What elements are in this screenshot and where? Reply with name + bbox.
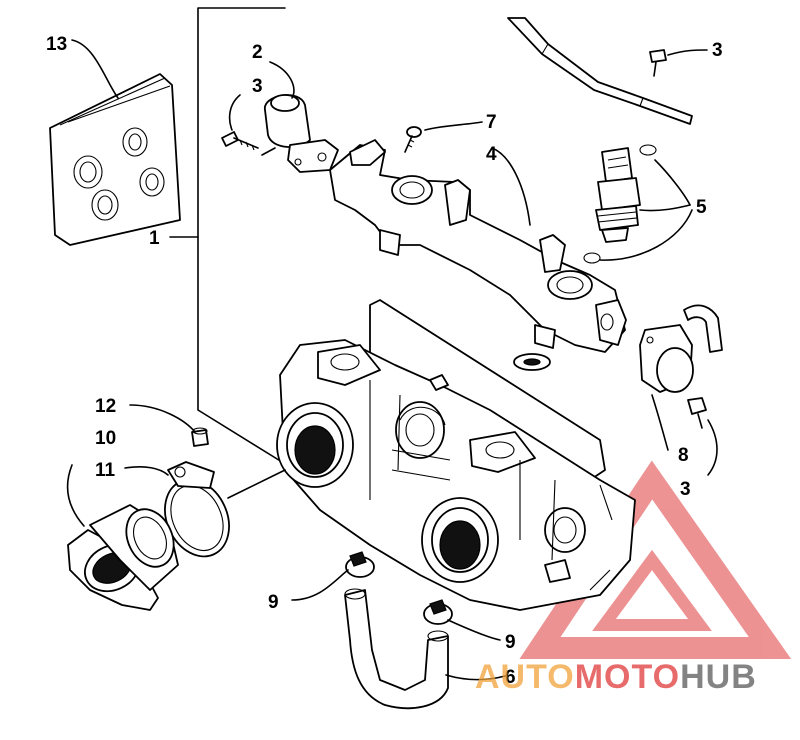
callouts: 13 2 3 3 7 4 5 1 12 10 8 11 3 9 9 6 [46, 34, 723, 688]
callout-4: 4 [486, 144, 497, 165]
callout-10: 10 [95, 428, 116, 449]
gasket-kit [49, 39, 181, 246]
throttle-body [276, 299, 636, 611]
tps-sensor [639, 304, 723, 451]
watermark-text: AUTOMOTOHUB [475, 658, 757, 696]
callout-5: 5 [696, 197, 707, 218]
intake-boot [66, 464, 179, 611]
watermark-hub: HUB [680, 658, 757, 696]
callout-7: 7 [486, 112, 497, 133]
callout-8: 8 [678, 445, 689, 466]
screw-3a [221, 94, 259, 151]
cap-12 [129, 404, 209, 447]
svg-text:AUTOMOTOHUB: AUTOMOTOHUB [475, 658, 757, 696]
callout-6: 6 [505, 667, 516, 688]
pressure-regulator [261, 61, 339, 173]
bolt-3c [687, 397, 718, 476]
callout-2: 2 [252, 42, 263, 63]
bracket-strip [507, 17, 693, 125]
callout-3c: 3 [680, 479, 691, 500]
hose-clamp-9a [291, 551, 375, 601]
fuel-injector [583, 144, 693, 264]
callout-3a: 3 [252, 76, 263, 97]
assembly-bracket [197, 7, 286, 463]
callout-1: 1 [149, 228, 160, 249]
callout-3b: 3 [712, 40, 723, 61]
watermark-auto: AUTO [475, 658, 575, 696]
hose-6 [344, 588, 506, 710]
callout-12: 12 [95, 396, 116, 417]
screw-7 [404, 121, 483, 153]
callout-9a: 9 [268, 592, 279, 613]
hose-clamp-9b [423, 599, 501, 641]
bolt-3b [649, 49, 708, 77]
watermark-moto: MOTO [575, 658, 680, 696]
washer [513, 353, 551, 371]
fuel-rail [329, 139, 627, 353]
callout-11: 11 [95, 460, 116, 481]
callout-13: 13 [46, 34, 67, 55]
callout-9b: 9 [505, 632, 516, 653]
leader-boot [227, 469, 286, 499]
